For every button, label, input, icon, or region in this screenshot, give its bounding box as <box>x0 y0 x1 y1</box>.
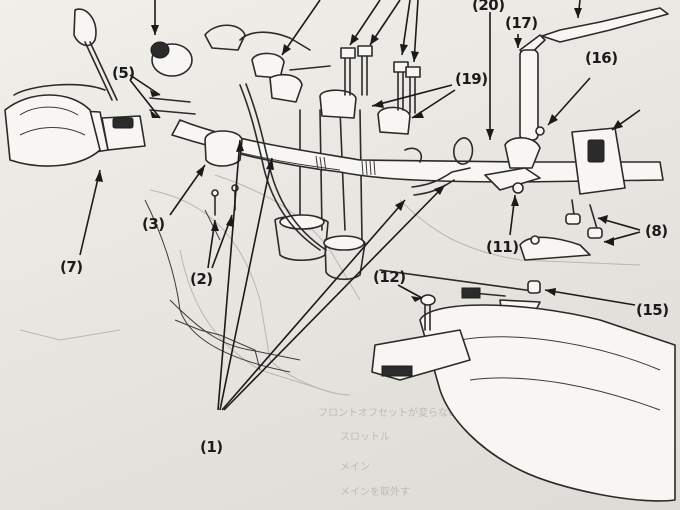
arrowheads <box>95 8 623 302</box>
right-handguard <box>371 294 676 502</box>
fork-tubes <box>274 109 366 281</box>
leader-lines <box>79 0 641 411</box>
callout-20: (20) <box>472 0 505 14</box>
bleed-text-2: スロットル <box>340 432 390 443</box>
handlebar-clamps <box>204 52 411 167</box>
left-grip <box>4 83 106 167</box>
bleed-text-4: メインを取外す <box>340 487 410 498</box>
callout-11: (11) <box>486 238 519 256</box>
callout-19: (19) <box>455 70 488 88</box>
callout-7: (7) <box>60 258 83 276</box>
spring-clip <box>404 137 474 165</box>
callout-3: (3) <box>142 215 165 233</box>
bleed-text-3: メイン <box>340 462 370 473</box>
callout-17: (17) <box>505 14 538 32</box>
callout-12: (12) <box>373 268 406 286</box>
callout-2: (2) <box>190 270 213 288</box>
callout-1: (1) <box>200 438 223 456</box>
throttle-cables <box>150 24 541 293</box>
bleed-text-1: フロントオフセットが変らない <box>318 408 458 419</box>
callout-8: (8) <box>645 222 668 240</box>
handlebar <box>59 109 664 183</box>
callout-5: (5) <box>112 64 135 82</box>
mirror <box>73 8 118 101</box>
right-controls <box>461 7 669 319</box>
callout-16: (16) <box>585 49 618 67</box>
callout-15: (15) <box>636 301 669 319</box>
